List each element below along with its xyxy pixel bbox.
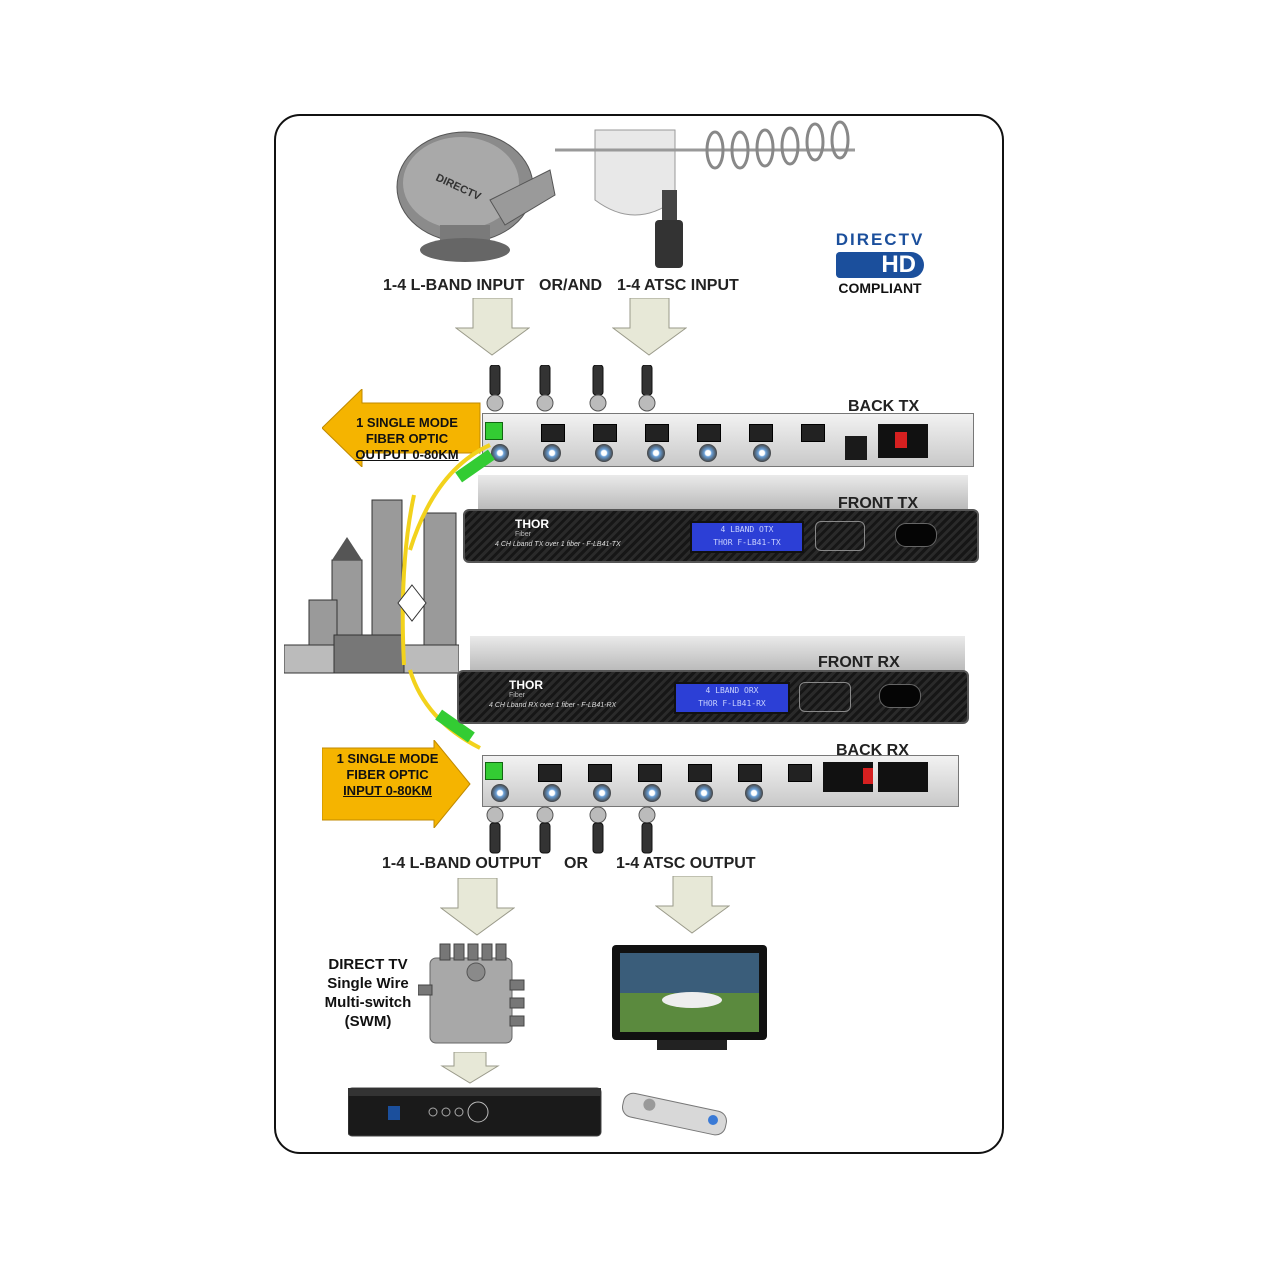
rx-input-callout-arrow [322, 740, 471, 828]
satellite-dish-icon: DIRECTV [396, 131, 556, 262]
logo-compliant: COMPLIANT [838, 280, 922, 296]
front-rx-power-button[interactable] [879, 684, 921, 708]
swm-line-2: Single Wire [327, 975, 409, 992]
rx-callout-line-3: INPUT 0-80KM [343, 783, 432, 798]
atsc-input-label: 1-4 ATSC INPUT [617, 277, 739, 294]
lband-input-label: 1-4 L-BAND INPUT [383, 277, 525, 294]
front-rx-lcd: 4 LBAND ORX THOR F-LB41-RX [674, 682, 790, 714]
directv-hd-logo: DIRECTV HD COMPLIANT [830, 230, 930, 296]
multiswitch-icon [418, 943, 525, 1044]
or-and-label: OR/AND [539, 277, 603, 294]
front-rx-top [470, 636, 965, 672]
front-tx-lcd-line-1: 4 LBAND OTX [720, 525, 774, 534]
antenna-icon [555, 120, 855, 268]
rx-input-callout: 1 SINGLE MODE FIBER OPTIC INPUT 0-80KM [330, 751, 445, 799]
front-tx-brand: THOR [515, 517, 549, 531]
front-tx-power-button[interactable] [895, 523, 937, 547]
front-rx-model: 4 CH Lband RX over 1 fiber - F-LB41-RX [489, 702, 617, 709]
arrow-down-receiver-icon [440, 1052, 500, 1084]
logo-hd: HD [881, 251, 916, 278]
back-rx-panel [482, 755, 959, 807]
tx-output-callout: 1 SINGLE MODE FIBER OPTIC OUTPUT 0-80KM [352, 415, 462, 463]
front-tx-model: 4 CH Lband TX over 1 fiber - F-LB41-TX [495, 541, 621, 548]
swm-line-3: Multi-switch [324, 994, 412, 1011]
front-rx-brand-sub: Fiber [509, 692, 525, 699]
front-rx-label: FRONT RX [818, 654, 900, 671]
front-tx-lcd: 4 LBAND OTX THOR F-LB41-TX [690, 521, 804, 553]
tx-callout-line-2: FIBER OPTIC [365, 431, 449, 446]
front-rx-lcd-line-1: 4 LBAND ORX [705, 686, 759, 695]
remote-control-icon [622, 1092, 727, 1136]
or-label: OR [564, 855, 588, 872]
front-rx-brand: THOR [509, 678, 543, 692]
back-rx-label: BACK RX [836, 742, 909, 759]
output-cables [486, 806, 656, 854]
swm-line-4: (SWM) [344, 1013, 392, 1030]
front-rx-lcd-line-2: THOR F-LB41-RX [698, 699, 766, 708]
front-tx-keypad[interactable] [815, 521, 865, 551]
arrow-down-lband-output-icon [440, 878, 515, 936]
fiber-cable [408, 443, 495, 750]
back-tx-panel [482, 413, 974, 467]
rx-callout-line-2: FIBER OPTIC [346, 767, 429, 782]
front-tx-top [478, 475, 968, 511]
city-skyline-icon [284, 494, 459, 674]
front-rx-keypad[interactable] [799, 682, 851, 712]
swm-line-1: DIRECT TV [328, 956, 408, 973]
rx-callout-line-1: 1 SINGLE MODE [336, 751, 439, 766]
lband-output-label: 1-4 L-BAND OUTPUT [382, 855, 542, 872]
logo-brand: DIRECTV [835, 230, 925, 249]
arrow-down-lband-icon [455, 298, 530, 356]
tx-callout-line-1: 1 SINGLE MODE [356, 415, 458, 430]
front-tx-panel: THOR Fiber 4 CH Lband TX over 1 fiber - … [463, 509, 979, 563]
front-tx-lcd-line-2: THOR F-LB41-TX [713, 538, 781, 547]
front-tx-brand-sub: Fiber [515, 531, 531, 538]
input-cables [486, 365, 656, 412]
arrow-down-atsc-icon [612, 298, 687, 356]
tv-icon [612, 945, 767, 1050]
tx-callout-line-3: OUTPUT 0-80KM [355, 447, 459, 462]
front-tx-label: FRONT TX [838, 495, 918, 512]
atsc-output-label: 1-4 ATSC OUTPUT [616, 855, 756, 872]
receiver-box-icon [348, 1087, 602, 1137]
tx-output-callout-arrow [322, 389, 481, 467]
back-tx-label: BACK TX [848, 398, 920, 415]
arrow-down-atsc-output-icon [655, 876, 730, 934]
front-rx-panel: THOR Fiber 4 CH Lband RX over 1 fiber - … [457, 670, 969, 724]
swm-label: DIRECT TV Single Wire Multi-switch (SWM) [318, 955, 418, 1031]
